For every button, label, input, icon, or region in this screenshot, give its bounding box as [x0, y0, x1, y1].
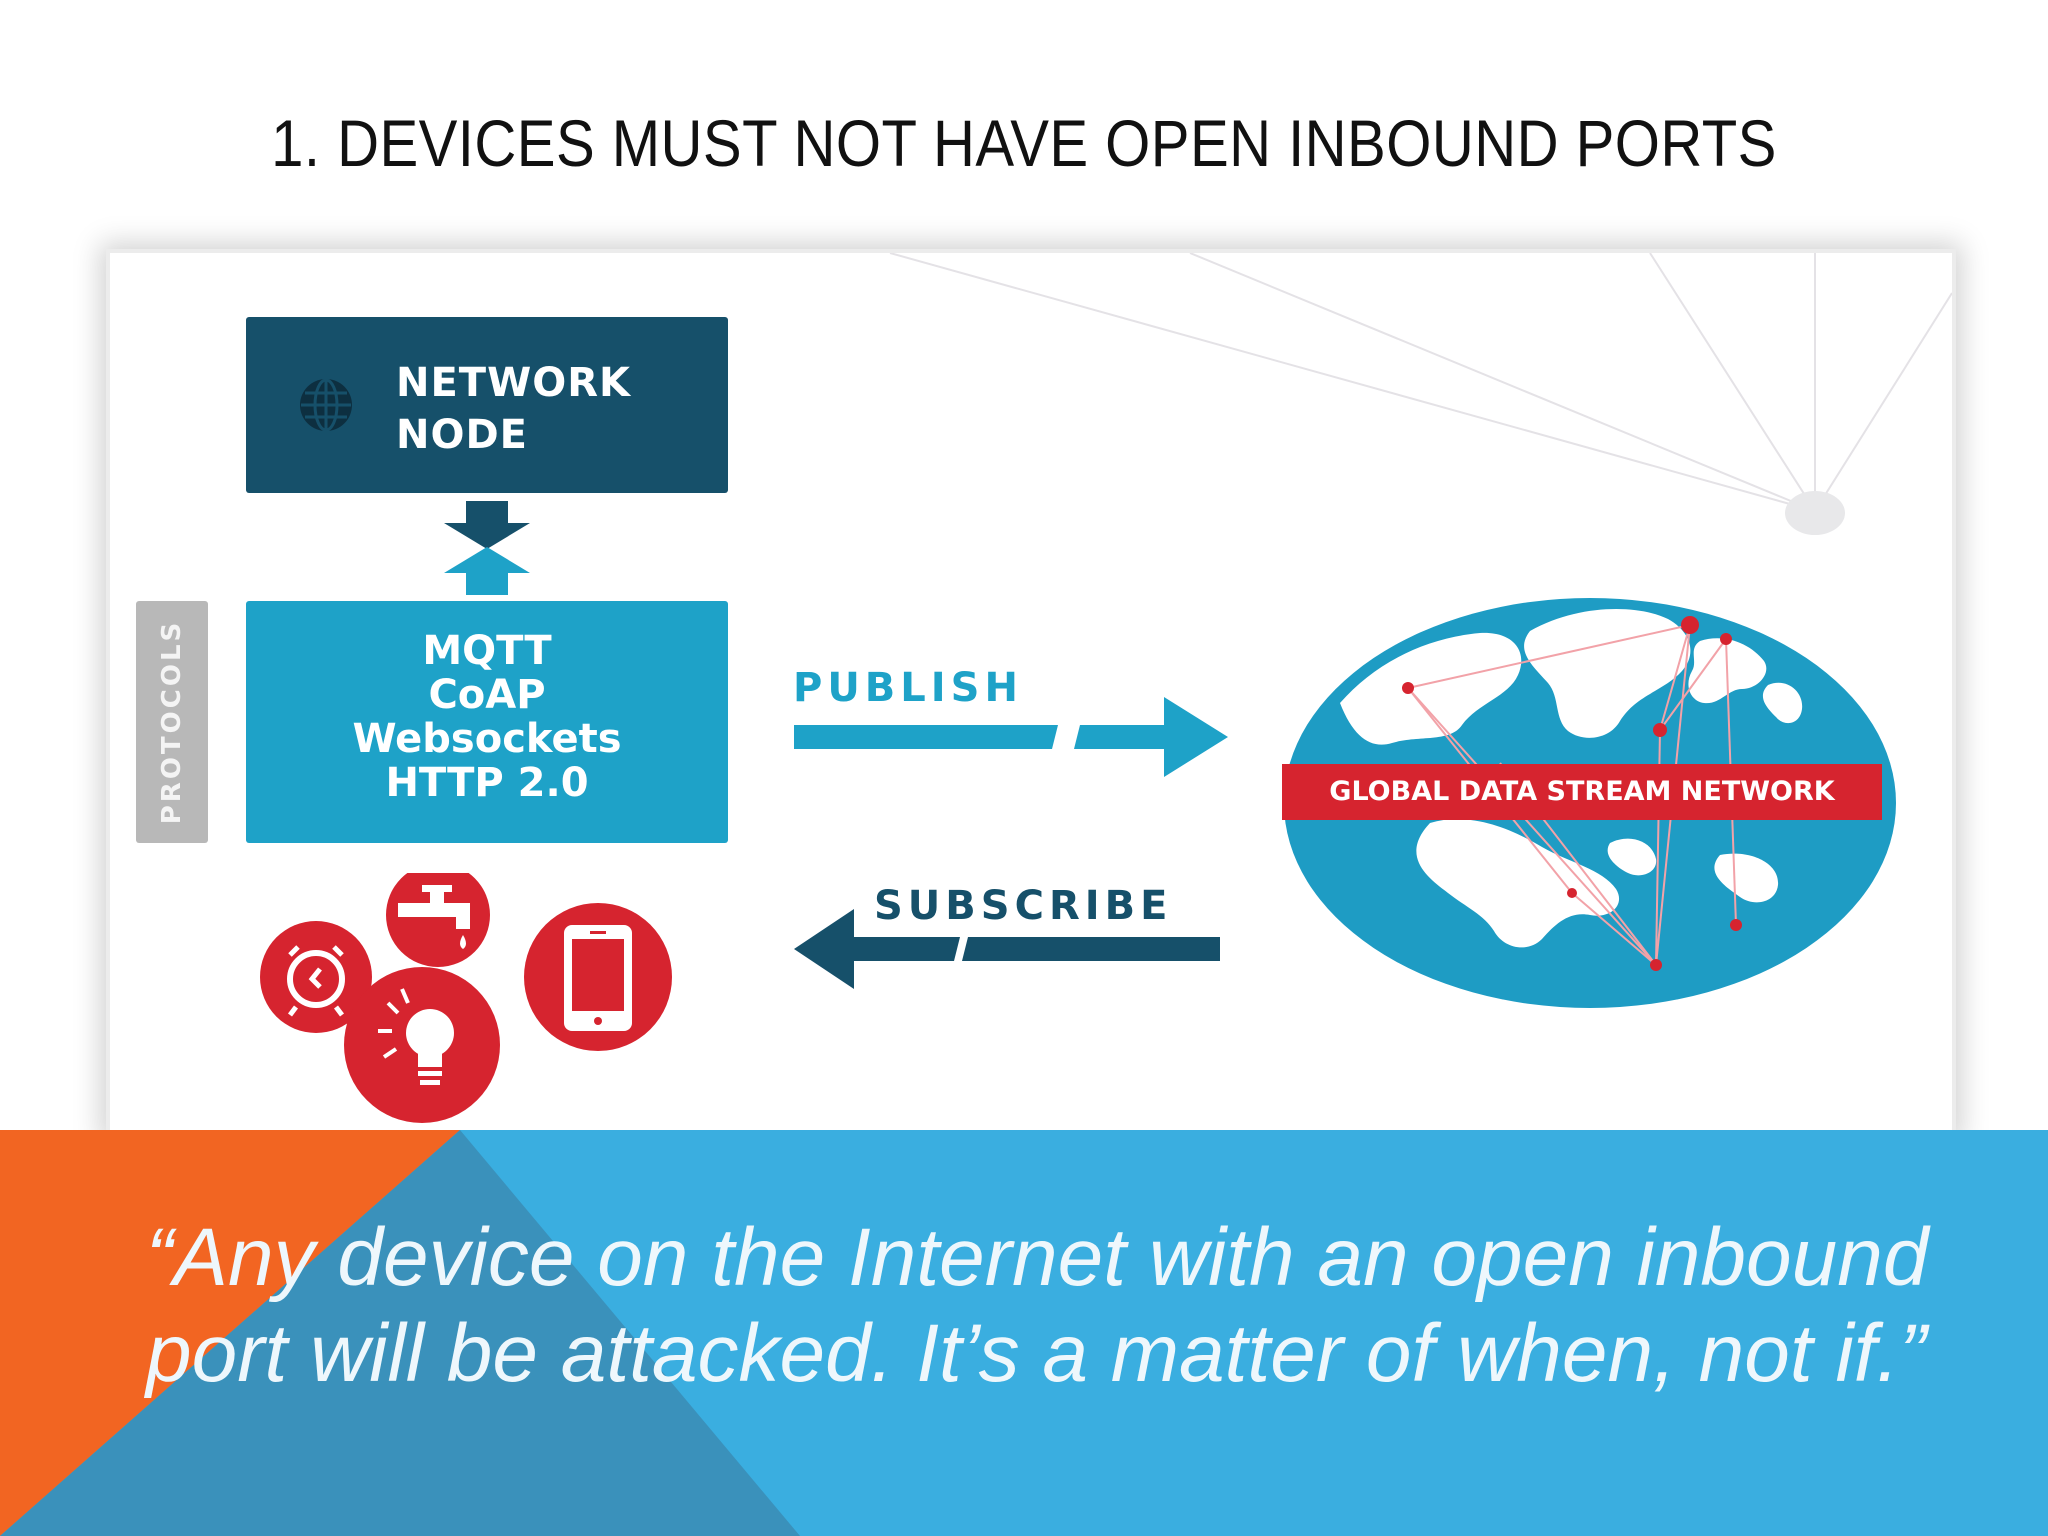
protocols-tab: PROTOCOLS	[136, 601, 208, 843]
flow-arrows	[444, 501, 1228, 989]
publish-arrow-icon	[1074, 697, 1228, 777]
protocols-tab-label: PROTOCOLS	[157, 619, 187, 825]
tablet-icon	[524, 903, 672, 1051]
background-network-lines	[889, 253, 1952, 535]
globe-icon	[300, 378, 352, 432]
subscribe-arrow-bar-right	[962, 937, 1220, 961]
global-data-stream-network-banner: GLOBAL DATA STREAM NETWORK	[1282, 764, 1882, 820]
footer-band	[0, 1130, 2048, 1536]
protocols-box: MQTT CoAP Websockets HTTP 2.0	[246, 601, 728, 843]
quote-text: “Any device on the Internet with an open…	[146, 1212, 1929, 1399]
diagram-card: NETWORK NODE PROTOCOLS MQTT CoAP Websock…	[110, 253, 1952, 1133]
network-node-label: NETWORK NODE	[396, 357, 631, 461]
subscribe-label: SUBSCRIBE	[874, 883, 1173, 929]
light-bulb-icon	[344, 967, 500, 1123]
device-icons	[260, 873, 672, 1123]
alarm-clock-icon	[260, 921, 372, 1033]
up-arrow-icon	[444, 547, 530, 595]
protocols-list: MQTT CoAP Websockets HTTP 2.0	[246, 629, 728, 805]
subscribe-arrow-icon	[794, 909, 960, 989]
water-tap-icon	[386, 873, 490, 967]
protocol-item: Websockets	[352, 716, 622, 762]
protocol-item: CoAP	[428, 672, 546, 718]
slide-title: 1. DEVICES MUST NOT HAVE OPEN INBOUND PO…	[271, 106, 1777, 180]
publish-label: PUBLISH	[793, 665, 1023, 711]
publish-arrow-bar-left	[794, 725, 1058, 749]
network-node-box: NETWORK NODE	[246, 317, 728, 493]
protocol-item: MQTT	[422, 628, 552, 674]
network-node-label-line1: NETWORK	[396, 360, 632, 406]
down-arrow-icon	[444, 501, 530, 549]
protocol-item: HTTP 2.0	[385, 760, 589, 806]
network-node-label-line2: NODE	[396, 412, 529, 458]
